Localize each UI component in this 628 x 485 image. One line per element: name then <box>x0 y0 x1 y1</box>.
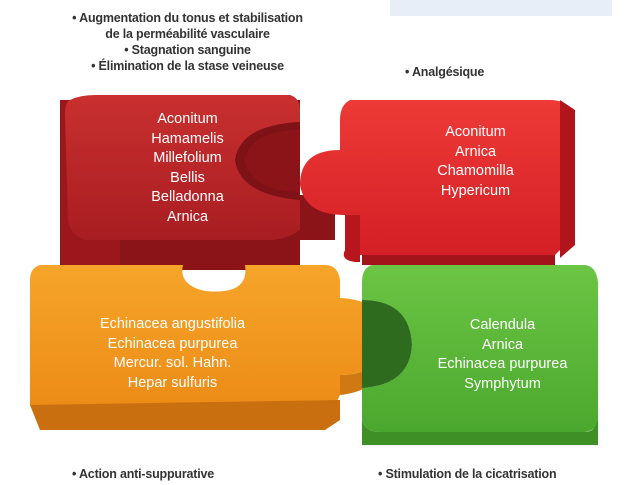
caption-top-right: • Analgésique <box>405 65 485 79</box>
piece-top-left <box>60 95 335 270</box>
remedy-item: Chamomilla <box>437 163 514 179</box>
caption-top-left-line1: • Augmentation du tonus et stabilisation <box>72 11 303 25</box>
piece-bottom-left-face <box>30 265 385 405</box>
remedy-item: Aconitum <box>445 124 506 140</box>
remedy-item: Millefolium <box>153 150 222 166</box>
remedy-item: Echinacea purpurea <box>437 356 568 372</box>
header-band <box>390 0 612 16</box>
remedy-item: Echinacea purpurea <box>107 335 238 352</box>
piece-bottom-right-face <box>362 265 598 432</box>
piece-top-right-list: Aconitum Arnica Chamomilla Hypericum <box>388 123 563 201</box>
remedy-item: Hamamelis <box>151 130 224 147</box>
caption-top-left-line3: • Stagnation sanguine <box>124 43 251 57</box>
remedy-item: Hepar sulfuris <box>127 374 218 391</box>
piece-top-left-list: Aconitum Hamamelis Millefolium Bellis Be… <box>100 110 275 227</box>
remedy-item: Symphytum <box>464 375 541 392</box>
remedy-item: Bellis <box>170 169 205 186</box>
piece-bottom-right-list: Calendula Arnica Echinacea purpurea Symp… <box>410 316 595 394</box>
remedy-item: Arnica <box>454 143 497 160</box>
caption-bottom-left: • Action anti-suppurative <box>72 467 214 481</box>
piece-top-left-face <box>65 95 300 240</box>
remedy-item: Hypericum <box>440 182 511 199</box>
piece-bottom-left <box>30 265 388 430</box>
remedy-item: Echinacea angustifolia <box>99 316 246 332</box>
remedy-item: Belladonna <box>151 189 224 205</box>
caption-top-left: • Augmentation du tonus et stabilisation… <box>0 10 375 74</box>
piece-bottom-right <box>362 265 598 445</box>
remedy-item: Aconitum <box>157 111 218 127</box>
caption-top-left-line4: • Élimination de la stase veineuse <box>91 59 284 73</box>
piece-top-right-face <box>300 100 570 255</box>
remedy-item: Mercur. sol. Hahn. <box>113 355 232 371</box>
remedy-item: Arnica <box>166 208 209 225</box>
caption-bottom-right: • Stimulation de la cicatrisation <box>378 467 557 481</box>
remedy-item: Arnica <box>481 336 524 353</box>
remedy-item: Calendula <box>469 317 536 333</box>
piece-bottom-left-list: Echinacea angustifolia Echinacea purpure… <box>10 315 335 393</box>
caption-top-left-line2: de la perméabilité vasculaire <box>105 27 270 41</box>
